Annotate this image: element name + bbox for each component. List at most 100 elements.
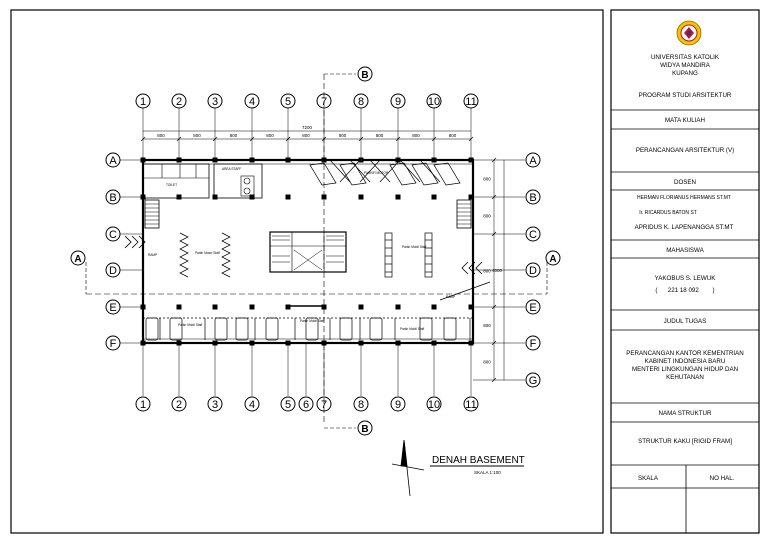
structure-header: NAMA STRUKTUR — [659, 410, 712, 417]
dimension-label-right: 800 — [483, 214, 491, 219]
grid-bubble-top-circle — [207, 93, 223, 109]
dimension-tick — [491, 231, 497, 237]
grid-bubble-top: 5 — [285, 96, 291, 108]
dimension-tick — [468, 136, 474, 142]
room-label-parkir-motor-staff: Parkir Motor Staff — [195, 251, 220, 255]
column — [321, 340, 327, 346]
column — [431, 194, 437, 200]
lecturer-3: APRIDUS K. LAPENANGGA ST.MT — [635, 224, 734, 231]
grid-bubble-left-circle — [105, 152, 121, 168]
basement-floor-plan — [124, 158, 491, 345]
dimension-tick — [140, 136, 146, 142]
dimension-label-top: 800 — [230, 133, 238, 138]
grid-bubble-bottom: 6 — [303, 399, 309, 411]
university-logo — [676, 20, 702, 46]
grid-bubble-left: E — [109, 302, 116, 314]
dimension-tick — [491, 377, 497, 383]
dimension-tick — [249, 136, 255, 142]
grid-bubble-top: 11 — [465, 96, 476, 108]
grid-bubble-bottom: 3 — [212, 399, 218, 411]
grid-bubble-left: A — [109, 155, 117, 167]
grid-bubble-bottom: 5 — [285, 399, 291, 411]
grid-bubble-right: C — [529, 229, 537, 241]
university-name-line1: UNIVERSITAS KATOLIK — [651, 54, 720, 61]
grid-bubble-right-circle — [525, 335, 541, 351]
dimension-tick — [285, 136, 291, 142]
column — [285, 340, 291, 346]
dimension-tick — [491, 340, 497, 346]
room-label-area-staff: AREA STAFF — [222, 167, 241, 171]
column — [212, 194, 218, 200]
grid-bubble-bottom-circle — [426, 396, 442, 412]
dimension-label-top: 800 — [339, 133, 347, 138]
column — [321, 304, 327, 310]
grid-bubble-top-circle — [280, 93, 296, 109]
dimension-tick — [176, 136, 182, 142]
grid-bubble-left: C — [109, 229, 117, 241]
course-header: MATA KULIAH — [665, 117, 705, 124]
project-header: JUDUL TUGAS — [664, 318, 707, 325]
column — [140, 194, 146, 200]
grid-bubble-top-circle — [171, 93, 187, 109]
structural-columns — [140, 157, 474, 346]
grid-bubble-top-circle — [390, 93, 406, 109]
grid-bubble-right: F — [530, 338, 537, 350]
grid-bubble-bottom-circle — [244, 396, 260, 412]
grid-bubble-top-circle — [463, 93, 479, 109]
grid-bubble-right-circle — [525, 299, 541, 315]
grid-bubble-left-circle — [105, 299, 121, 315]
course-name: PERANCANGAN ARSITEKTUR (V) — [636, 147, 734, 154]
column — [431, 304, 437, 310]
column — [140, 304, 146, 310]
column — [431, 157, 437, 163]
scale-header: SKALA — [638, 475, 659, 482]
project-title-line4: KEHUTANAN — [666, 374, 704, 381]
column — [140, 157, 146, 163]
grid-bubble-right: B — [529, 192, 536, 204]
grid-bubble-bottom-circle — [298, 396, 314, 412]
room-label-ramp-out: RAMP — [446, 295, 455, 299]
column — [468, 340, 474, 346]
room-label-ramp-in: RAMP — [148, 253, 157, 257]
grid-bubble-bottom-circle — [353, 396, 369, 412]
column — [249, 340, 255, 346]
dimension-tick — [358, 136, 364, 142]
column — [249, 157, 255, 163]
staff-room — [213, 163, 263, 199]
grid-bubble-bottom-circle — [171, 396, 187, 412]
stair-right — [456, 199, 472, 229]
column — [212, 157, 218, 163]
section-b-label-top: B — [361, 70, 368, 81]
student-name: YAKOBUS S. LEWUK — [655, 275, 717, 282]
title-block-frame — [610, 9, 760, 534]
grid-bubble-left-circle — [105, 226, 121, 242]
section-a-label-left: A — [74, 254, 81, 265]
room-label-parkir-mobil-3: Parkir Mobil Staff — [400, 327, 424, 331]
ramp-exit-arrows — [461, 261, 483, 275]
grid-bubble-top: 10 — [428, 96, 440, 108]
column — [395, 304, 401, 310]
grid-bubble-bottom: 9 — [395, 399, 401, 411]
dimension-label-top: 800 — [193, 133, 201, 138]
structure-name: STRUKTUR KAKU [RIGID FRAM] — [638, 438, 732, 445]
north-arrow — [391, 439, 425, 497]
toilet-room — [142, 163, 210, 199]
dimension-label-right: 800 — [483, 323, 491, 328]
dimension-label-top: 800 — [449, 133, 457, 138]
section-b-label-bottom: B — [361, 424, 368, 435]
grid-bubble-left-circle — [105, 189, 121, 205]
grid-bubble-left: F — [110, 338, 117, 350]
column — [395, 194, 401, 200]
column — [358, 157, 364, 163]
drawing-frame — [10, 9, 604, 534]
grid-bubble-top: 8 — [358, 96, 364, 108]
program-name: PROGRAM STUDI ARSITEKTUR — [639, 92, 732, 99]
grid-bubble-left-circle — [105, 335, 121, 351]
grid-bubble-right: A — [529, 155, 537, 167]
car-parking-bays-bottom — [143, 317, 473, 341]
grid-bubble-top-circle — [244, 93, 260, 109]
grid-bubble-bottom: 4 — [249, 399, 255, 411]
student-header: MAHASISWA — [666, 247, 704, 254]
dimension-label-top: 800 — [412, 133, 420, 138]
